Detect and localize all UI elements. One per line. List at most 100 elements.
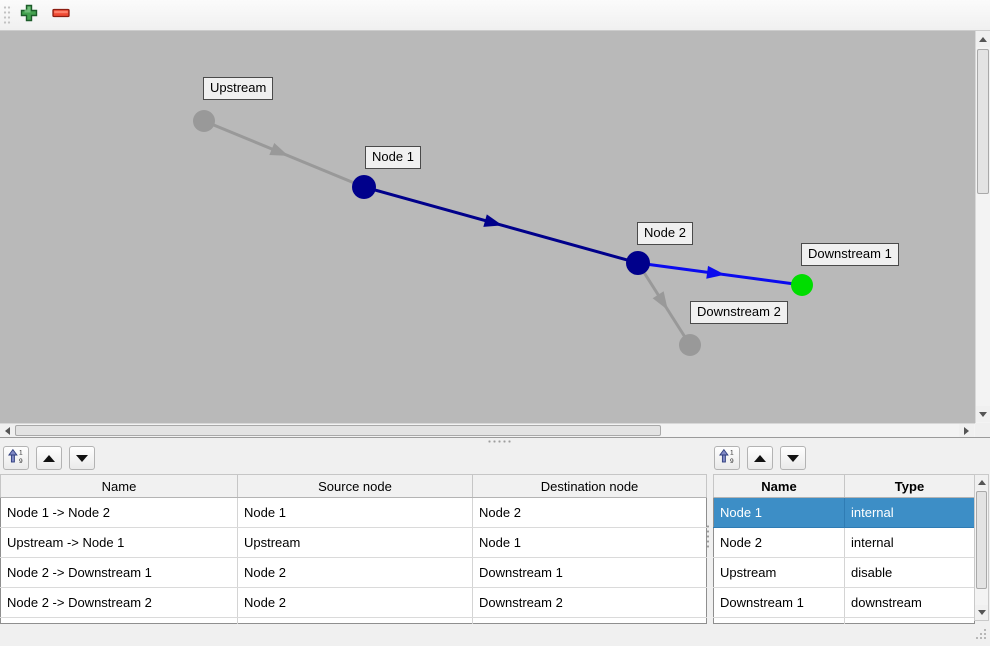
column-header-type[interactable]: Type: [844, 474, 975, 498]
add-button[interactable]: [16, 3, 42, 27]
scrollbar-thumb[interactable]: [976, 491, 987, 589]
triangle-up-icon: [43, 454, 55, 462]
column-header-source-node[interactable]: Source node: [237, 474, 473, 498]
node-label[interactable]: Downstream 1: [801, 243, 899, 267]
node-label[interactable]: Node 1: [365, 146, 421, 170]
node-label[interactable]: Downstream 2: [690, 301, 788, 325]
scroll-left-button[interactable]: [0, 424, 15, 437]
table-cell: Downstream 1: [713, 587, 845, 618]
svg-text:1: 1: [730, 449, 734, 456]
edges-table: Name Source node Destination node Node 1…: [0, 474, 707, 624]
scroll-down-button[interactable]: [975, 605, 988, 620]
svg-text:1: 1: [19, 449, 23, 456]
table-cell: disable: [844, 557, 975, 588]
edge-arrow-icon: [269, 142, 289, 156]
table-cell: Upstream: [713, 557, 845, 588]
nodes-move-up-button[interactable]: [747, 446, 773, 470]
splitter-handle-icon: [487, 440, 513, 443]
table-cell: Node 1: [237, 497, 473, 528]
edge-arrow-icon: [706, 265, 725, 279]
table-cell: Downstream 1: [472, 557, 707, 588]
nodes-table-scrollbar[interactable]: [974, 474, 989, 621]
column-header-name[interactable]: Name: [0, 474, 238, 498]
canvas-horizontal-scrollbar[interactable]: [0, 423, 975, 437]
graph-node[interactable]: [626, 251, 650, 275]
edges-table-header-row: Name Source node Destination node: [0, 474, 707, 498]
graph-node[interactable]: [193, 110, 215, 132]
table-cell: Node 1: [713, 497, 845, 528]
table-cell: Downstream 2: [472, 587, 707, 618]
sort-ascending-icon: 1 9: [719, 448, 735, 469]
graph-node[interactable]: [791, 274, 813, 296]
table-cell: internal: [844, 527, 975, 558]
triangle-up-icon: [754, 454, 766, 462]
sort-ascending-icon: 1 9: [8, 448, 24, 469]
column-header-name[interactable]: Name: [713, 474, 845, 498]
canvas-vertical-scrollbar[interactable]: [975, 31, 990, 423]
table-cell: Upstream -> Node 1: [0, 527, 238, 558]
vertical-scrollbar-thumb[interactable]: [977, 49, 989, 194]
vertical-splitter[interactable]: [706, 524, 710, 550]
table-cell: Node 2: [237, 557, 473, 588]
table-cell: Node 2 -> Downstream 1: [0, 557, 238, 588]
table-cell: Node 2: [472, 497, 707, 528]
plus-icon: [20, 4, 38, 27]
horizontal-scrollbar-thumb[interactable]: [15, 425, 661, 436]
remove-button[interactable]: [48, 3, 74, 27]
arrow-up-icon: [979, 36, 987, 42]
column-header-destination-node[interactable]: Destination node: [472, 474, 707, 498]
table-cell: Upstream: [237, 527, 473, 558]
nodes-move-down-button[interactable]: [780, 446, 806, 470]
table-cell: Node 2 -> Downstream 2: [0, 587, 238, 618]
arrow-up-icon: [977, 480, 986, 485]
edge-arrow-icon: [483, 214, 503, 227]
nodes-sort-button[interactable]: 1 9: [714, 446, 740, 470]
table-cell: Node 2: [237, 587, 473, 618]
edges-move-up-button[interactable]: [36, 446, 62, 470]
scroll-down-button[interactable]: [976, 406, 990, 422]
node-label[interactable]: Node 2: [637, 222, 693, 246]
empty-row: [0, 617, 707, 624]
toolbar-drag-handle-icon: [3, 5, 12, 26]
scroll-right-button[interactable]: [959, 424, 974, 437]
edge-arrow-icon: [652, 291, 668, 310]
scrollbar-corner: [975, 423, 990, 437]
svg-text:9: 9: [19, 458, 23, 464]
minus-icon: [52, 4, 70, 27]
node-label[interactable]: Upstream: [203, 77, 274, 101]
scroll-up-button[interactable]: [976, 31, 990, 47]
arrow-right-icon: [964, 426, 969, 435]
table-cell: downstream: [844, 587, 975, 618]
table-cell: internal: [844, 497, 975, 528]
triangle-down-icon: [787, 454, 799, 462]
edges-move-down-button[interactable]: [69, 446, 95, 470]
arrow-down-icon: [977, 610, 986, 615]
svg-text:9: 9: [730, 458, 734, 464]
graph-node[interactable]: [679, 334, 701, 356]
graph-svg: [193, 110, 813, 356]
table-cell: Node 1: [472, 527, 707, 558]
main-toolbar: [0, 0, 990, 31]
table-cell: Node 2: [713, 527, 845, 558]
table-cell: Node 1 -> Node 2: [0, 497, 238, 528]
arrow-down-icon: [979, 411, 987, 417]
triangle-down-icon: [76, 454, 88, 462]
edges-sort-button[interactable]: 1 9: [3, 446, 29, 470]
scroll-up-button[interactable]: [975, 475, 988, 490]
nodes-table-header-row: Name Type: [713, 474, 975, 498]
resize-grip-icon[interactable]: [973, 626, 988, 641]
horizontal-splitter[interactable]: [0, 438, 990, 445]
graph-node[interactable]: [352, 175, 376, 199]
empty-row: [713, 617, 975, 624]
